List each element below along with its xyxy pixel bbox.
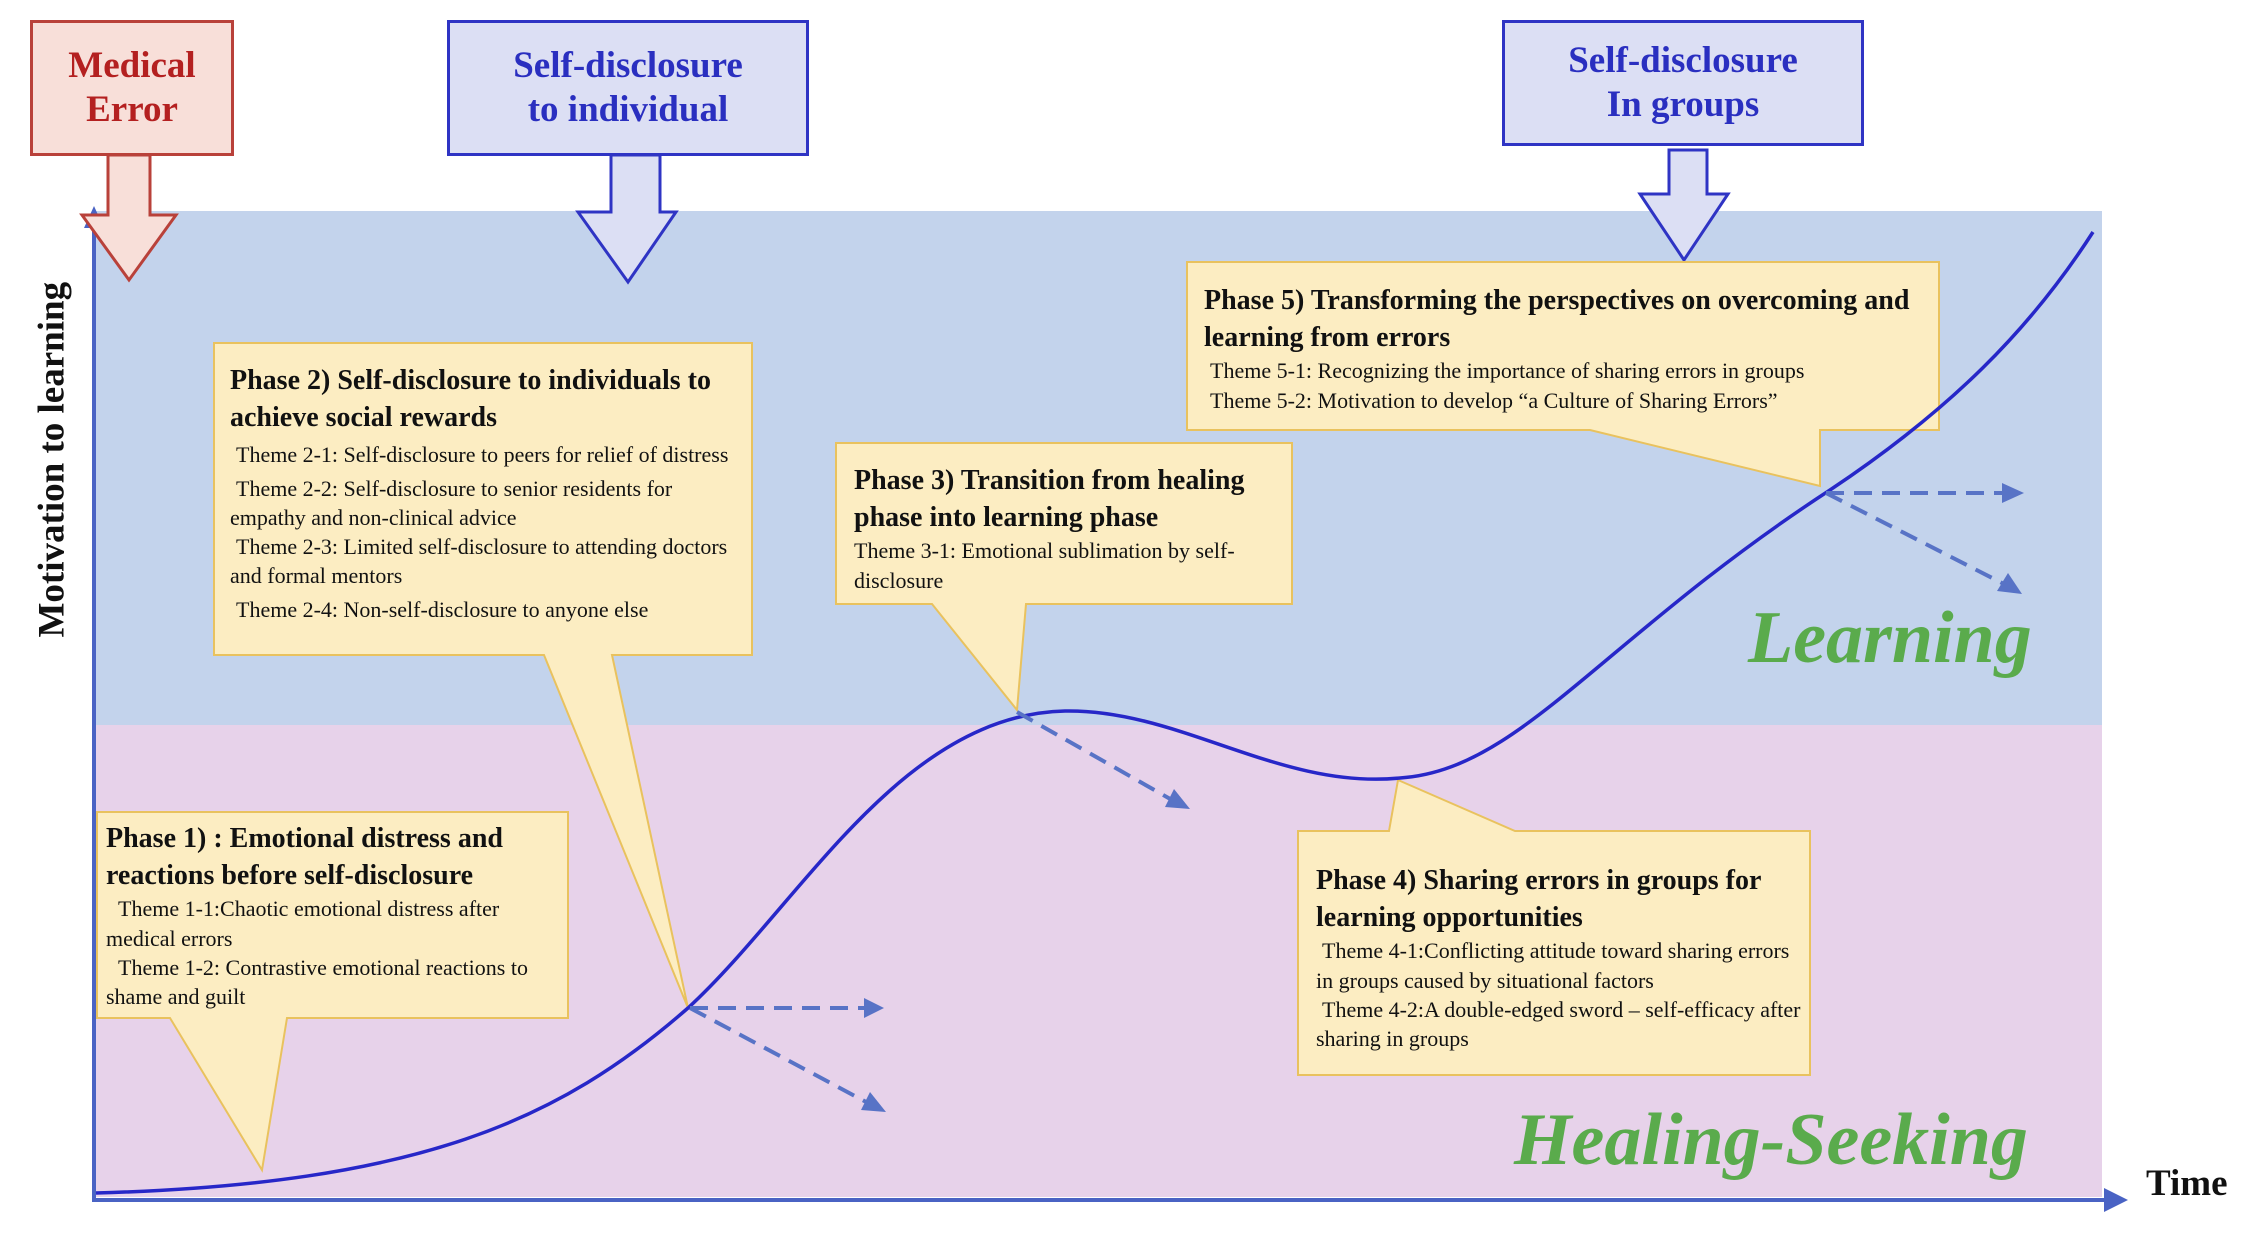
phase-5-text: Phase 5) Transforming the perspectives o… [1204,282,1934,428]
x-axis-arrowhead [2104,1188,2128,1212]
phase-4-callout [1297,778,1811,1076]
phase-4-theme-1: Theme 4-1:Conflicting attitude toward sh… [1316,938,1790,993]
phase-1-callout [96,811,569,1173]
phase-5-arrowhead-right [2002,483,2024,503]
phase-5-arrowhead-down [1997,573,2022,594]
phase-1-arrowhead-right [864,998,884,1018]
self-disclosure-individual-line-2: to individual [527,89,729,130]
phase-3-text: Phase 3) Transition from healing phase i… [854,462,1286,602]
phase-1-theme-1: Theme 1-1:Chaotic emotional distress aft… [106,896,500,951]
medical-error-box: Medical Error [30,20,234,156]
healing-seeking-zone-label: Healing-Seeking [1514,1099,2028,1181]
phase-3-branch-arrow [1016,710,1173,802]
phase-1-arrowhead-down [861,1092,886,1112]
self-disclosure-groups-box: Self-disclosure In groups [1502,20,1864,146]
medical-error-arrow [79,153,179,283]
phase-1-text: Phase 1) : Emotional distress and reacti… [106,820,561,1014]
phase-1-title: Phase 1) : Emotional distress and reacti… [106,823,503,892]
phase-5-theme-1: Theme 5-1: Recognizing the importance of… [1210,358,1805,384]
medical-error-line-1: Medical [68,44,196,86]
phase-5-branch-arrows [1825,491,2005,586]
phase-5-callout [1186,261,1940,488]
phase-3-arrowhead [1165,789,1190,809]
phase-4-text: Phase 4) Sharing errors in groups for le… [1316,862,1804,1070]
phase-3-callout [835,442,1293,713]
phase-2-theme-3: Theme 2-3: Limited self-disclosure to at… [230,534,728,589]
y-axis-label: Motivation to learning [31,281,73,638]
medical-error-line-2: Error [86,89,178,130]
phase-2-theme-4: Theme 2-4: Non-self-disclosure to anyone… [236,596,649,622]
phase-5-theme-2: Theme 5-2: Motivation to develop “a Cult… [1210,387,1778,413]
phase-2-title: Phase 2) Self-disclosure to individuals … [230,365,711,434]
x-axis-label: Time [2146,1163,2228,1204]
self-disclosure-groups-line-1: Self-disclosure [1568,39,1798,81]
self-disclosure-groups-line-2: In groups [1606,84,1760,125]
phase-2-callout [213,342,753,1009]
phase-1-branch-arrows [689,1006,869,1105]
phase-3-title: Phase 3) Transition from healing phase i… [854,465,1245,534]
motivation-curve [95,231,2095,1195]
phase-3-theme-1: Theme 3-1: Emotional sublimation by self… [854,538,1235,593]
phase-4-title: Phase 4) Sharing errors in groups for le… [1316,865,1761,934]
phase-5-title: Phase 5) Transforming the perspectives o… [1204,285,1910,354]
phase-1-theme-2: Theme 1-2: Contrastive emotional reactio… [106,954,528,1010]
phase-2-theme-2: Theme 2-2: Self-disclosure to senior res… [230,475,673,530]
phase-2-text: Phase 2) Self-disclosure to individuals … [230,362,745,652]
learning-zone-label: Learning [1748,597,2032,679]
phase-2-theme-1: Theme 2-1: Self-disclosure to peers for … [236,442,729,468]
self-disclosure-individual-arrow [575,153,679,285]
self-disclosure-individual-box: Self-disclosure to individual [447,20,809,156]
phase-4-theme-2: Theme 4-2:A double-edged sword – self-ef… [1316,996,1801,1052]
self-disclosure-groups-arrow [1637,148,1731,263]
self-disclosure-individual-line-1: Self-disclosure [513,44,743,86]
